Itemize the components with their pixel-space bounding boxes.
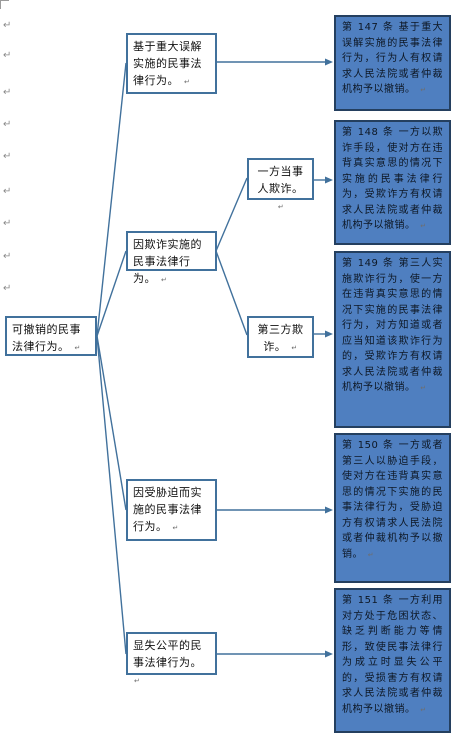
page-corner-mark bbox=[0, 0, 9, 9]
arrowhead bbox=[325, 176, 333, 184]
article-box-151: 第 151 条 一方利用对方处于危困状态、缺乏判断能力等情形，致使民事法律行为成… bbox=[334, 588, 451, 733]
paragraph-mark: ↵ bbox=[291, 344, 298, 352]
paragraph-mark: ↵ bbox=[3, 50, 12, 61]
paragraph-mark: ↵ bbox=[3, 20, 12, 31]
paragraph-mark: ↵ bbox=[161, 276, 168, 284]
arrowhead bbox=[325, 506, 333, 514]
connector-fraud-to-party bbox=[215, 177, 248, 252]
connector-root-to-mistake bbox=[96, 62, 127, 337]
article-box-148: 第 148 条 一方以欺诈手段，使对方在违背真实意思的情况下实施的民事法律行为，… bbox=[334, 120, 451, 245]
article-text: 第 150 条 一方或者第三人以胁迫手段，使对方在违背真实意思的情况下实施的民事… bbox=[342, 440, 443, 560]
paragraph-mark: ↵ bbox=[420, 222, 427, 230]
category-label: 因欺诈实施的民事法律行为。 bbox=[133, 238, 202, 285]
paragraph-mark: ↵ bbox=[3, 283, 12, 294]
paragraph-mark: ↵ bbox=[172, 524, 179, 532]
arrowhead bbox=[325, 650, 333, 658]
arrowhead bbox=[325, 58, 333, 66]
category-node-unfairness: 显失公平的民事法律行为。 ↵ bbox=[126, 632, 217, 685]
arrowhead bbox=[325, 330, 333, 338]
connector-root-to-coercion bbox=[96, 335, 127, 511]
paragraph-mark: ↵ bbox=[420, 705, 427, 714]
article-box-147: 第 147 条 基于重大误解实施的民事法律行为，行为人有权请求人民法院或者仲裁机… bbox=[334, 15, 451, 111]
subcategory-node-party-fraud: 一方当事人欺诈。 ↵ bbox=[247, 158, 314, 211]
paragraph-mark: ↵ bbox=[3, 218, 12, 229]
paragraph-mark: ↵ bbox=[3, 119, 12, 130]
paragraph-mark: ↵ bbox=[134, 677, 141, 685]
category-node-fraud: 因欺诈实施的民事法律行为。 ↵ bbox=[126, 231, 217, 285]
paragraph-mark: ↵ bbox=[74, 344, 81, 352]
paragraph-mark: ↵ bbox=[3, 186, 12, 197]
paragraph-mark: ↵ bbox=[420, 86, 427, 94]
subcategory-label: 第三方欺诈。 bbox=[257, 323, 304, 353]
root-node-label: 可撤销的民事法律行为。 bbox=[12, 323, 81, 353]
connector-root-to-unfairness bbox=[96, 335, 127, 655]
category-label: 显失公平的民事法律行为。 bbox=[133, 639, 202, 669]
paragraph-mark: ↵ bbox=[3, 151, 12, 162]
paragraph-mark: ↵ bbox=[420, 384, 427, 392]
category-label: 基于重大误解实施的民事法律行为。 bbox=[133, 40, 202, 87]
paragraph-mark: ↵ bbox=[277, 203, 285, 211]
connector-root-to-fraud bbox=[96, 250, 127, 337]
category-node-mistake: 基于重大误解实施的民事法律行为。 ↵ bbox=[126, 33, 217, 94]
article-box-150: 第 150 条 一方或者第三人以胁迫手段，使对方在违背真实意思的情况下实施的民事… bbox=[334, 433, 451, 583]
paragraph-mark: ↵ bbox=[367, 550, 375, 559]
subcategory-node-third-party-fraud: 第三方欺诈。 ↵ bbox=[247, 316, 314, 358]
paragraph-mark: ↵ bbox=[3, 251, 12, 262]
paragraph-mark: ↵ bbox=[184, 78, 191, 86]
root-node: 可撤销的民事法律行为。 ↵ bbox=[5, 316, 97, 356]
article-text: 第 147 条 基于重大误解实施的民事法律行为，行为人有权请求人民法院或者仲裁机… bbox=[342, 22, 443, 95]
category-node-coercion: 因受胁迫而实施的民事法律行为。 ↵ bbox=[126, 479, 217, 541]
paragraph-mark: ↵ bbox=[3, 87, 12, 98]
article-text: 第 149 条 第三人实施欺诈行为，使一方在违背真实意思的情况下实施的民事法律行… bbox=[342, 258, 443, 393]
subcategory-label: 一方当事人欺诈。 bbox=[257, 165, 304, 195]
category-label: 因受胁迫而实施的民事法律行为。 bbox=[133, 486, 202, 533]
article-box-149: 第 149 条 第三人实施欺诈行为，使一方在违背真实意思的情况下实施的民事法律行… bbox=[334, 251, 451, 428]
connector-fraud-to-third-party bbox=[215, 250, 248, 336]
article-text: 第 148 条 一方以欺诈手段，使对方在违背真实意思的情况下实施的民事法律行为，… bbox=[342, 127, 443, 231]
article-text: 第 151 条 一方利用对方处于危困状态、缺乏判断能力等情形，致使民事法律行为成… bbox=[342, 595, 443, 715]
